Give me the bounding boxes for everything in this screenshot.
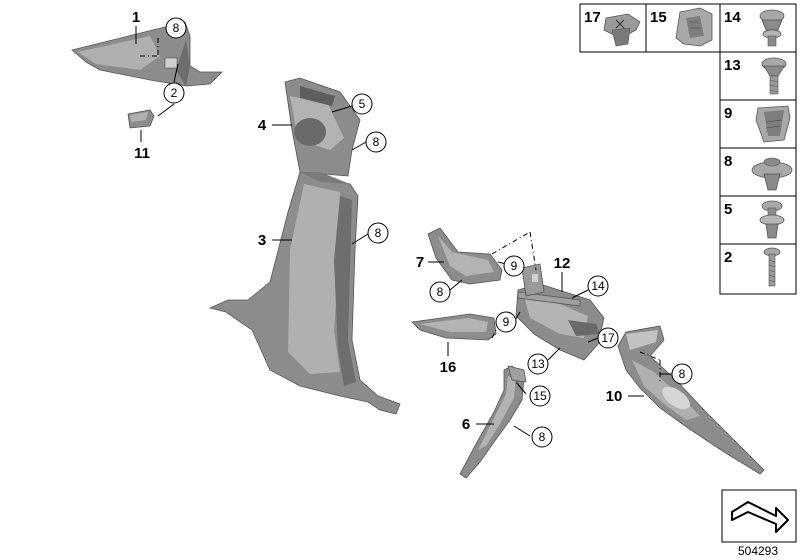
fastener-9-clip-icon — [755, 105, 791, 143]
table-label-14: 14 — [724, 9, 741, 26]
circle-callout-8-e — [671, 363, 693, 385]
table-label-9: 9 — [724, 105, 732, 122]
fastener-15-spring-clip-icon — [675, 7, 713, 47]
fastener-table: 17 15 14 13 9 8 5 2 — [579, 3, 797, 295]
circle-label-15: 15 — [533, 389, 547, 403]
callout-12: 12 — [554, 255, 571, 272]
circled-callouts — [163, 17, 693, 448]
part-16-trim-strip — [411, 313, 497, 341]
circle-callout-8-f — [531, 426, 553, 448]
arrow-icon — [731, 501, 789, 533]
callout-1: 1 — [132, 9, 140, 26]
callout-10: 10 — [606, 388, 623, 405]
circle-callout-8-a — [165, 17, 187, 39]
fastener-8-plug-rivet-icon — [751, 157, 793, 191]
circle-label-14: 14 — [591, 279, 605, 293]
callout-3: 3 — [258, 232, 266, 249]
circle-label-8-b: 8 — [373, 135, 380, 149]
circle-label-2: 2 — [171, 86, 178, 100]
part-11-small-piece — [127, 109, 155, 129]
table-label-13: 13 — [724, 57, 741, 74]
fastener-13-screw-icon — [761, 57, 787, 95]
part-7-trim-piece — [427, 227, 503, 285]
circle-callout-13 — [527, 353, 549, 375]
table-cell-2 — [719, 243, 797, 295]
fastener-2-long-screw-icon — [763, 247, 781, 287]
circle-label-8-f: 8 — [539, 430, 546, 444]
callout-4: 4 — [258, 117, 267, 134]
circle-callout-8-d — [429, 281, 451, 303]
reference-symbol-box — [721, 489, 797, 543]
fastener-5-expanding-rivet-icon — [759, 200, 785, 239]
plain-callouts: 1 11 4 3 7 12 16 6 10 — [132, 9, 623, 433]
circle-label-9-b: 9 — [503, 315, 510, 329]
circled-callout-labels: 8 2 5 8 8 9 8 14 9 17 13 8 15 8 — [171, 21, 686, 444]
circle-label-5: 5 — [359, 97, 366, 111]
circle-label-13: 13 — [531, 357, 545, 371]
table-label-8: 8 — [724, 153, 732, 170]
callout-16: 16 — [440, 359, 457, 376]
circle-callout-8-c — [367, 222, 389, 244]
table-label-17: 17 — [584, 9, 601, 26]
circle-label-8-d: 8 — [437, 285, 444, 299]
circle-label-8-c: 8 — [375, 226, 382, 240]
reference-number: 504293 — [738, 544, 778, 558]
circle-callout-2 — [163, 82, 185, 104]
fastener-14-push-rivet-icon — [759, 9, 785, 47]
part-4-upper-pillar-cover — [284, 77, 361, 177]
table-label-2: 2 — [724, 249, 732, 266]
table-label-15: 15 — [650, 9, 667, 26]
circle-callout-17 — [597, 327, 619, 349]
callout-11: 11 — [134, 145, 150, 162]
part-6-lower-strip — [459, 365, 527, 479]
circle-callout-14 — [587, 275, 609, 297]
callout-6: 6 — [462, 416, 470, 433]
callout-7: 7 — [416, 254, 424, 271]
part-10-long-strip — [617, 325, 765, 475]
circle-label-9-a: 9 — [511, 259, 518, 273]
circle-callout-9-a — [503, 255, 525, 277]
circle-callout-8-b — [365, 131, 387, 153]
table-label-5: 5 — [724, 201, 732, 218]
circle-callout-15 — [529, 385, 551, 407]
leader-lines — [135, 26, 672, 437]
part-12-bracket-assembly — [515, 263, 605, 361]
circle-label-8-e: 8 — [679, 367, 686, 381]
part-1-upper-trim — [71, 21, 223, 87]
circle-label-17: 17 — [601, 331, 615, 345]
circle-callout-9-b — [495, 311, 517, 333]
fastener-17-clip-nut-icon — [603, 13, 641, 47]
circle-callout-5 — [351, 93, 373, 115]
circle-label-8-a: 8 — [173, 21, 180, 35]
part-3-b-pillar-trim — [208, 171, 401, 415]
